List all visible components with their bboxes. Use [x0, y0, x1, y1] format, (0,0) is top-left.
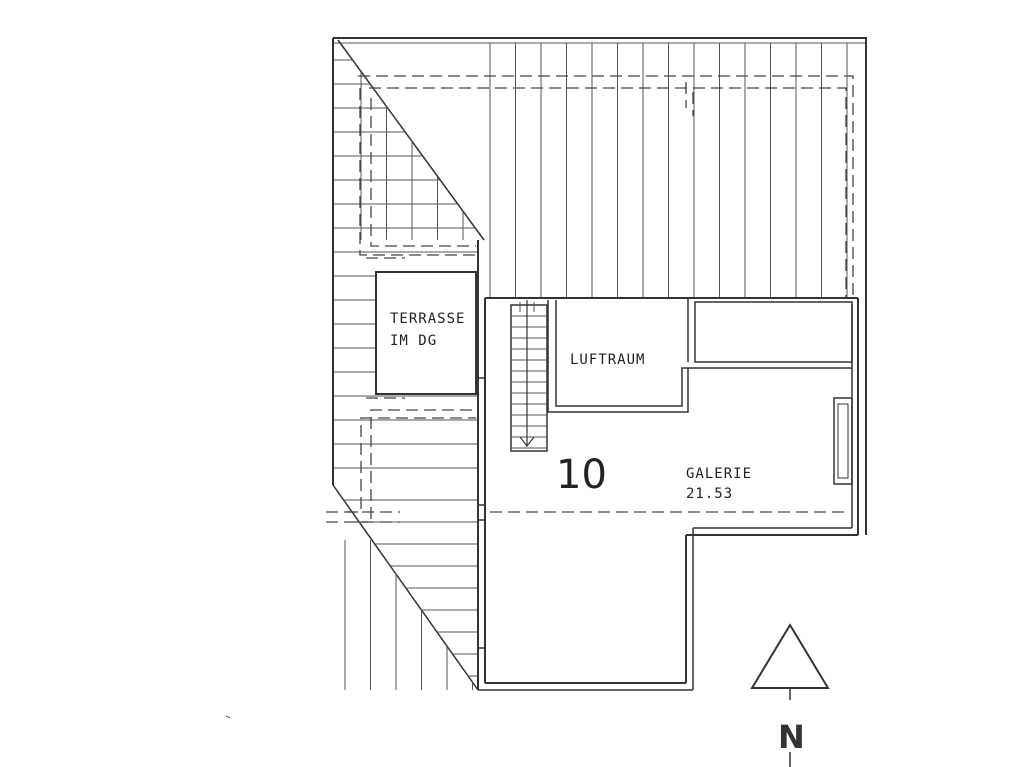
north-label: N — [778, 718, 805, 756]
north-arrow-icon: N — [750, 623, 830, 767]
roof-lower-hatching — [343, 499, 478, 690]
stair-steps — [511, 315, 547, 449]
void-label: LUFTRAUM — [570, 352, 645, 368]
terrace: TERRASSE IM DG — [375, 271, 477, 395]
stair-arrow-icon — [519, 436, 535, 447]
gallery-area: 21.53 — [686, 486, 733, 502]
terrace-label-line2: IM DG — [390, 333, 437, 349]
roof-vertical-hatching — [360, 43, 848, 298]
gallery-label: GALERIE — [686, 466, 752, 482]
roof-area — [332, 37, 867, 691]
roof-horizontal-hatching — [334, 59, 478, 469]
staircase — [510, 300, 548, 452]
room-number: 10 — [556, 452, 607, 498]
terrace-label-line1: TERRASSE — [390, 311, 465, 327]
dashed-lines — [326, 75, 854, 523]
walls — [477, 240, 859, 691]
scan-speck — [225, 715, 231, 719]
